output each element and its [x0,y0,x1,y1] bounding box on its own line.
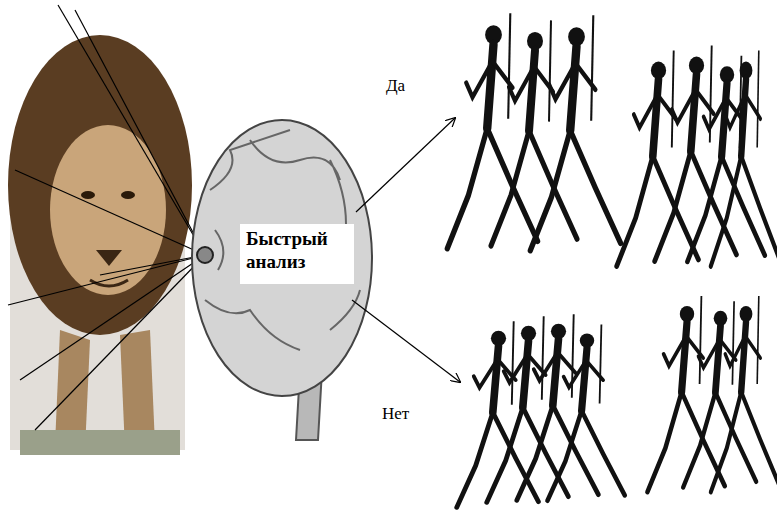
hunters-lower [457,296,777,507]
box-text: Быстрый анализ [246,228,348,274]
lion [8,35,192,455]
arrow-label: Да [384,76,407,96]
brain [192,120,372,440]
arrow-line [356,118,455,212]
process-box: Быстрый анализ [240,224,354,284]
arrow-label: Нет [380,404,411,424]
sight-lines [8,5,205,430]
hunters-upper [447,13,777,266]
arrow-line [352,300,460,382]
